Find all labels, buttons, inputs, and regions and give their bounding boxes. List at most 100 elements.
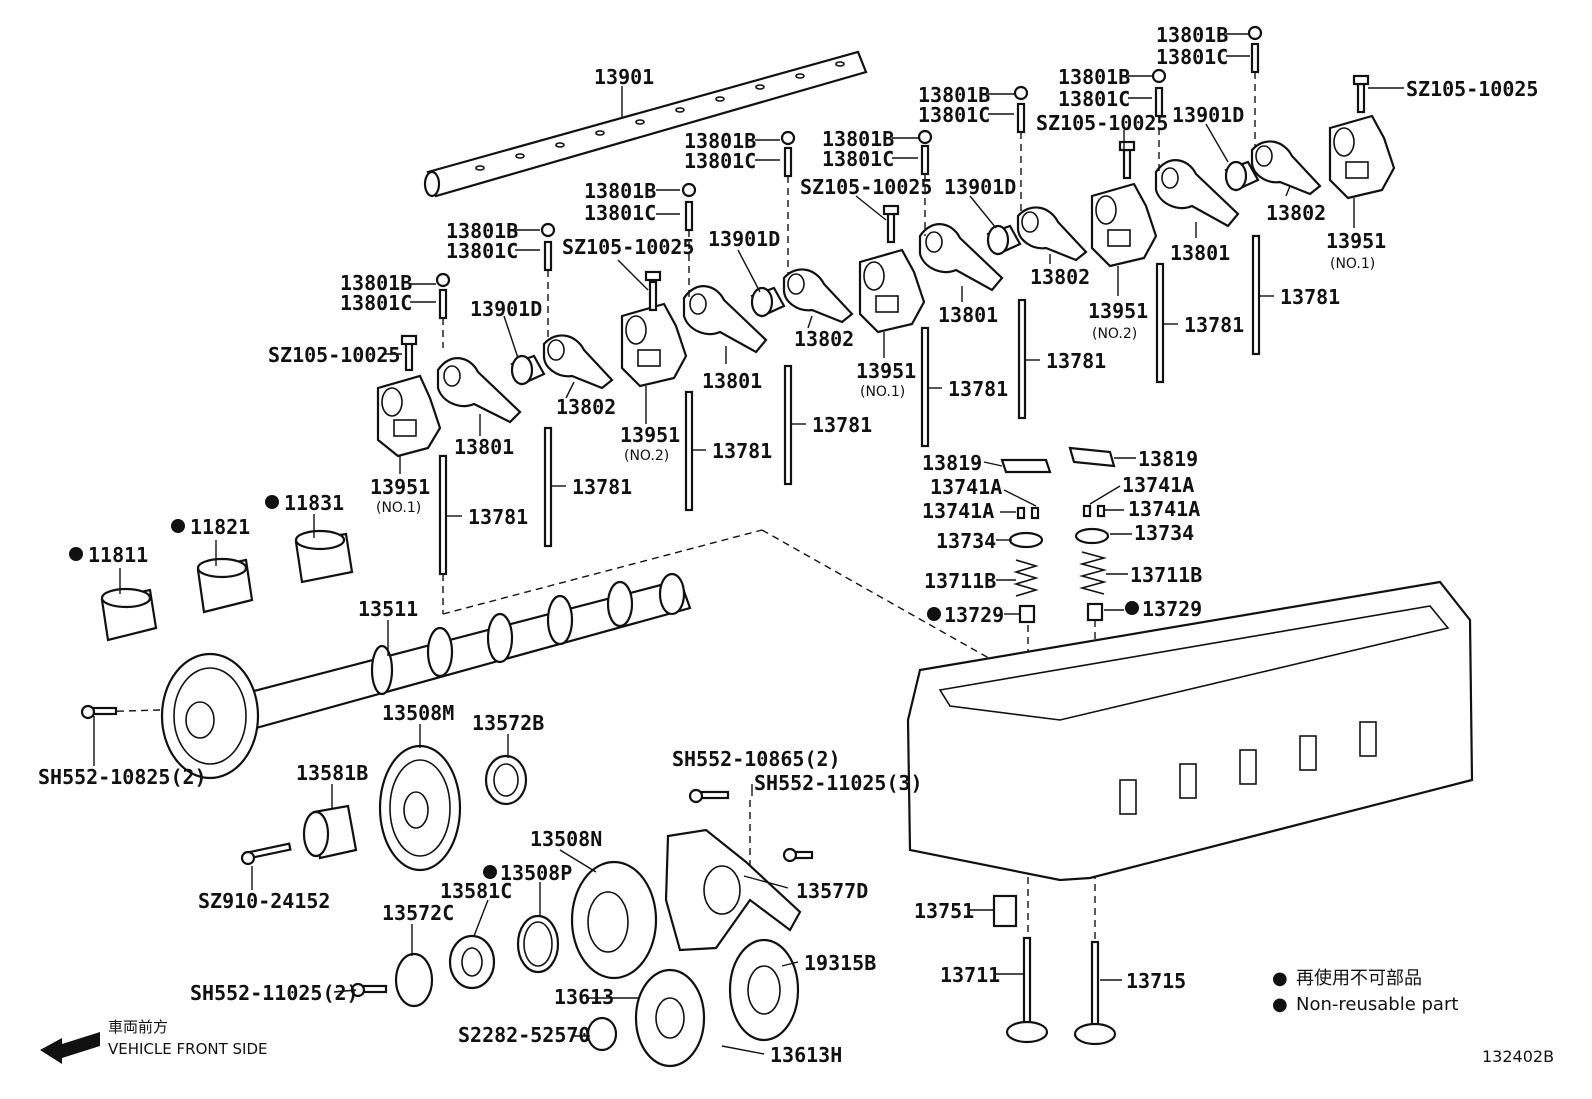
label-13901d-1: 13901D	[470, 297, 542, 321]
rocker-arm-4	[782, 268, 854, 324]
gear-19315B	[728, 938, 800, 1042]
label-sz105-4: SZ105-10025	[1036, 111, 1168, 135]
label-13801-1: 13801	[454, 435, 514, 459]
valve-springs	[1013, 551, 1108, 597]
rocker-bushing-4	[1224, 160, 1260, 192]
cam-bushing-11831	[294, 529, 354, 584]
label-13581c: 13581C	[440, 879, 512, 903]
label-sh552-10865: SH552-10865(2)	[672, 747, 841, 771]
label-13951-1: 13951	[370, 475, 430, 499]
bracket-13577D	[664, 828, 802, 952]
label-13819-2: 13819	[1138, 447, 1198, 471]
bolt-SZ910	[240, 842, 292, 866]
cam-bushing-11821	[196, 557, 254, 614]
label-19315b: 19315B	[804, 951, 876, 975]
rocker-arm-5	[918, 223, 1004, 292]
label-sz910: SZ910-24152	[198, 889, 330, 913]
label-13741a-2: 13741A	[922, 499, 994, 523]
label-13715: 13715	[1126, 969, 1186, 993]
label-13951-5-sub: (NO.1)	[1330, 256, 1375, 272]
plate-13572C	[394, 952, 434, 1008]
label-13711: 13711	[940, 963, 1000, 987]
bolts-SH552-10865	[688, 788, 814, 863]
label-13781-3: 13781	[712, 439, 772, 463]
label-13801c-5: 13801C	[822, 147, 894, 171]
idle-shaft-13581B	[302, 804, 358, 860]
leader-lines	[93, 33, 1404, 1055]
label-13781-4: 13781	[812, 413, 872, 437]
rocker-support-2	[620, 302, 688, 388]
collar-S2282	[586, 1016, 618, 1052]
legend: ● 再使用不可部品 ● Non-reusable part	[1272, 968, 1458, 1015]
label-13951-3-sub: (NO.1)	[860, 384, 905, 400]
non-reusable-dot	[69, 547, 83, 561]
label-13781-6: 13781	[1046, 349, 1106, 373]
rocker-bushing-2	[750, 286, 786, 318]
gear-13508N	[570, 860, 658, 980]
label-13801b-1: 13801B	[340, 271, 412, 295]
label-sz105-1: SZ105-10025	[268, 343, 400, 367]
label-13508m: 13508M	[382, 701, 454, 725]
rocker-bushing-3	[986, 224, 1022, 256]
label-13801b-5: 13801B	[822, 127, 894, 151]
shaft-13581C	[448, 934, 496, 990]
label-13741a-4: 13741A	[1128, 497, 1200, 521]
label-13801b-8: 13801B	[1156, 23, 1228, 47]
label-sz105-2: SZ105-10025	[562, 235, 694, 259]
label-13508n: 13508N	[530, 827, 602, 851]
label-13508p: 13508P	[500, 861, 572, 885]
label-13734-1: 13734	[936, 529, 996, 553]
labels: 13901 13801B 13801C 13801B 13801C 13801B…	[38, 23, 1538, 1067]
label-13572c: 13572C	[382, 901, 454, 925]
label-13734-2: 13734	[1134, 521, 1194, 545]
vehicle-front-indicator: 車両前方 VEHICLE FRONT SIDE	[40, 1018, 268, 1064]
label-13802-1: 13802	[556, 395, 616, 419]
label-13801c-8: 13801C	[1156, 45, 1228, 69]
label-13511: 13511	[358, 597, 418, 621]
direction-en: VEHICLE FRONT SIDE	[108, 1040, 268, 1058]
rocker-arm-6	[1016, 206, 1088, 262]
legend-jp: 再使用不可部品	[1296, 968, 1422, 989]
label-sh552-11025-3: SH552-11025(3)	[754, 771, 923, 795]
push-rods	[438, 234, 1261, 576]
label-13577d: 13577D	[796, 879, 868, 903]
label-13801b-2: 13801B	[446, 219, 518, 243]
rocker-support-4	[1090, 182, 1158, 268]
rocker-bushing-1	[510, 354, 546, 386]
label-11831: 11831	[284, 491, 344, 515]
label-13711b-1: 13711B	[924, 569, 996, 593]
label-13802-4: 13802	[1266, 201, 1326, 225]
ring-13508P	[516, 914, 560, 974]
non-reusable-dot	[483, 865, 497, 879]
label-13951-2: 13951	[620, 423, 680, 447]
label-13801c-4: 13801C	[684, 149, 756, 173]
arrow-left-icon	[40, 1032, 100, 1064]
rocker-support-5	[1328, 114, 1396, 200]
direction-jp: 車両前方	[108, 1018, 168, 1036]
non-reusable-dot	[927, 607, 941, 621]
label-13801c-6: 13801C	[918, 103, 990, 127]
label-13729-2: 13729	[1142, 597, 1202, 621]
rocker-arm-8	[1250, 140, 1322, 196]
label-13572b: 13572B	[472, 711, 544, 735]
cam-bushing-11811	[100, 587, 158, 642]
label-13951-5: 13951	[1326, 229, 1386, 253]
stem-seals	[1018, 602, 1104, 624]
label-11811: 11811	[88, 543, 148, 567]
rocker-arm-3	[682, 285, 768, 354]
label-13901d-2: 13901D	[708, 227, 780, 251]
legend-dot-1: ●	[1272, 968, 1288, 989]
label-13801-4: 13801	[1170, 241, 1230, 265]
rocker-support-3	[858, 248, 926, 334]
valve-keepers	[1016, 504, 1106, 520]
label-sz105-3: SZ105-10025	[800, 175, 932, 199]
label-sz105-5: SZ105-10025	[1406, 77, 1538, 101]
label-13741a-1: 13741A	[930, 475, 1002, 499]
label-13951-4-sub: (NO.2)	[1092, 326, 1137, 342]
label-13781-8: 13781	[1280, 285, 1340, 309]
label-13801b-3: 13801B	[584, 179, 656, 203]
label-13819-1: 13819	[922, 451, 982, 475]
valve-bridge-1	[1000, 458, 1052, 474]
spring-retainers	[1008, 527, 1110, 549]
